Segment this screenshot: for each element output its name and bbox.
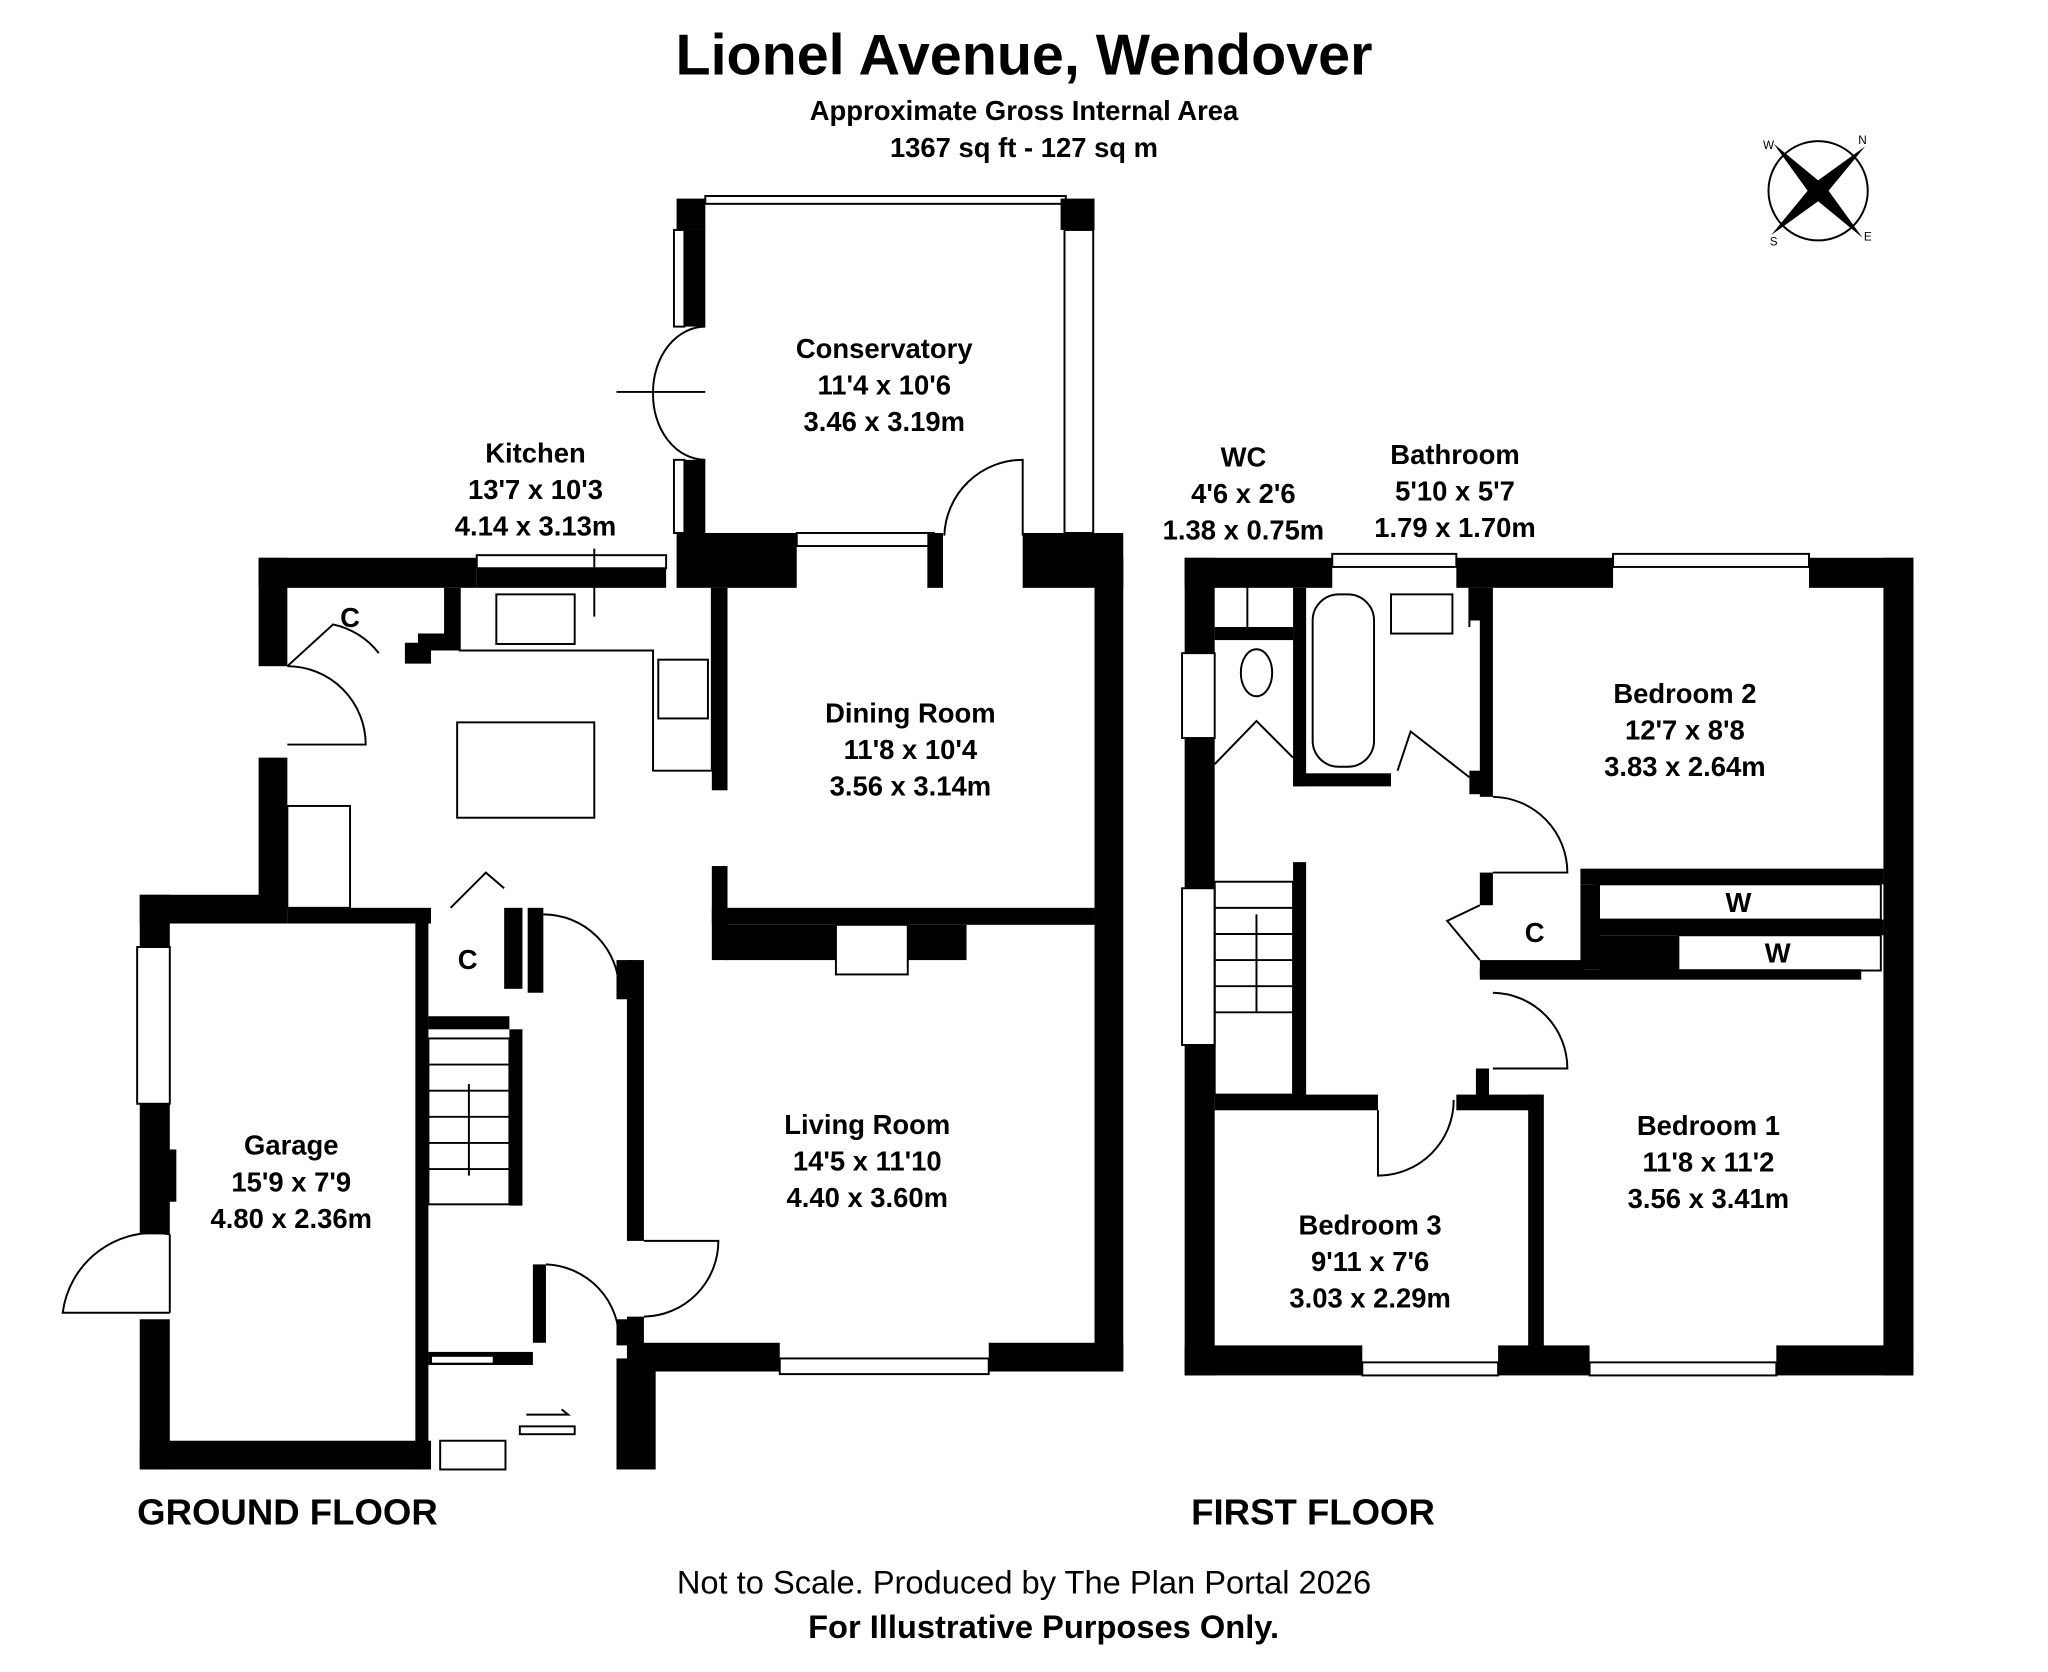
room-imperial: 14'5 x 11'10 — [793, 1145, 942, 1176]
room-bedroom-2: Bedroom 2 12'7 x 8'8 3.83 x 2.64m — [1604, 678, 1766, 782]
room-name: Bathroom — [1390, 439, 1519, 470]
wardrobe-label: W — [1765, 938, 1791, 969]
room-name: Living Room — [784, 1109, 950, 1140]
room-name: Garage — [244, 1130, 338, 1161]
room-metric: 4.80 x 2.36m — [210, 1203, 372, 1234]
room-kitchen: Kitchen 13'7 x 10'3 4.14 x 3.13m — [455, 437, 617, 541]
cupboard-label: C — [340, 602, 360, 633]
plan-title: Lionel Avenue, Wendover — [675, 24, 1372, 88]
room-name: Kitchen — [485, 437, 586, 468]
room-name: Bedroom 3 — [1299, 1209, 1442, 1240]
room-imperial: 15'9 x 7'9 — [231, 1166, 351, 1197]
room-metric: 3.03 x 2.29m — [1289, 1283, 1451, 1314]
footer-disclaimer: Not to Scale. Produced by The Plan Porta… — [677, 1564, 1371, 1601]
room-imperial: 11'8 x 10'4 — [844, 734, 978, 765]
room-bedroom-3: Bedroom 3 9'11 x 7'6 3.03 x 2.29m — [1289, 1209, 1451, 1313]
room-living-room: Living Room 14'5 x 11'10 4.40 x 3.60m — [784, 1109, 950, 1213]
room-garage: Garage 15'9 x 7'9 4.80 x 2.36m — [210, 1130, 372, 1234]
compass-n: N — [1858, 134, 1867, 147]
room-metric: 4.40 x 3.60m — [786, 1182, 948, 1213]
room-imperial: 11'8 x 11'2 — [1642, 1147, 1774, 1178]
room-dining-room: Dining Room 11'8 x 10'4 3.56 x 3.14m — [825, 697, 996, 801]
room-metric: 3.56 x 3.14m — [830, 771, 992, 802]
wardrobe-label: W — [1726, 887, 1752, 918]
room-metric: 4.14 x 3.13m — [455, 511, 617, 542]
room-imperial: 5'10 x 5'7 — [1395, 475, 1515, 506]
room-name: Bedroom 1 — [1637, 1110, 1780, 1141]
room-name: Dining Room — [825, 697, 996, 728]
room-wc: WC 4'6 x 2'6 1.38 x 0.75m — [1163, 441, 1325, 545]
room-metric: 3.56 x 3.41m — [1628, 1183, 1790, 1214]
ground-floor-walls — [61, 195, 1124, 1471]
room-metric: 3.83 x 2.64m — [1604, 751, 1766, 782]
room-metric: 1.38 x 0.75m — [1163, 515, 1325, 546]
room-imperial: 11'4 x 10'6 — [818, 370, 951, 401]
room-bedroom-1: Bedroom 1 11'8 x 11'2 3.56 x 3.41m — [1628, 1110, 1790, 1214]
room-metric: 3.46 x 3.19m — [803, 406, 965, 437]
ground-floor-label: GROUND FLOOR — [137, 1491, 438, 1532]
compass-rose-icon: N E S W — [1763, 134, 1872, 249]
area-value: 1367 sq ft - 127 sq m — [890, 132, 1158, 163]
footer-note: For Illustrative Purposes Only. — [808, 1608, 1279, 1645]
first-floor-label: FIRST FLOOR — [1191, 1491, 1435, 1532]
compass-w: W — [1763, 139, 1775, 152]
first-floor-walls — [1181, 552, 1914, 1377]
room-imperial: 4'6 x 2'6 — [1191, 478, 1295, 509]
compass-s: S — [1770, 236, 1778, 249]
compass-e: E — [1864, 230, 1872, 243]
room-metric: 1.79 x 1.70m — [1374, 512, 1536, 543]
area-subtitle: Approximate Gross Internal Area — [810, 95, 1239, 126]
room-imperial: 9'11 x 7'6 — [1311, 1246, 1429, 1277]
room-name: WC — [1221, 441, 1267, 472]
cupboard-label: C — [1525, 917, 1545, 948]
room-bathroom: Bathroom 5'10 x 5'7 1.79 x 1.70m — [1374, 439, 1536, 543]
cupboard-label: C — [458, 944, 478, 975]
room-name: Conservatory — [796, 333, 973, 364]
room-imperial: 12'7 x 8'8 — [1625, 714, 1745, 745]
room-name: Bedroom 2 — [1613, 678, 1756, 709]
room-imperial: 13'7 x 10'3 — [468, 474, 603, 505]
room-conservatory: Conservatory 11'4 x 10'6 3.46 x 3.19m — [796, 333, 973, 437]
